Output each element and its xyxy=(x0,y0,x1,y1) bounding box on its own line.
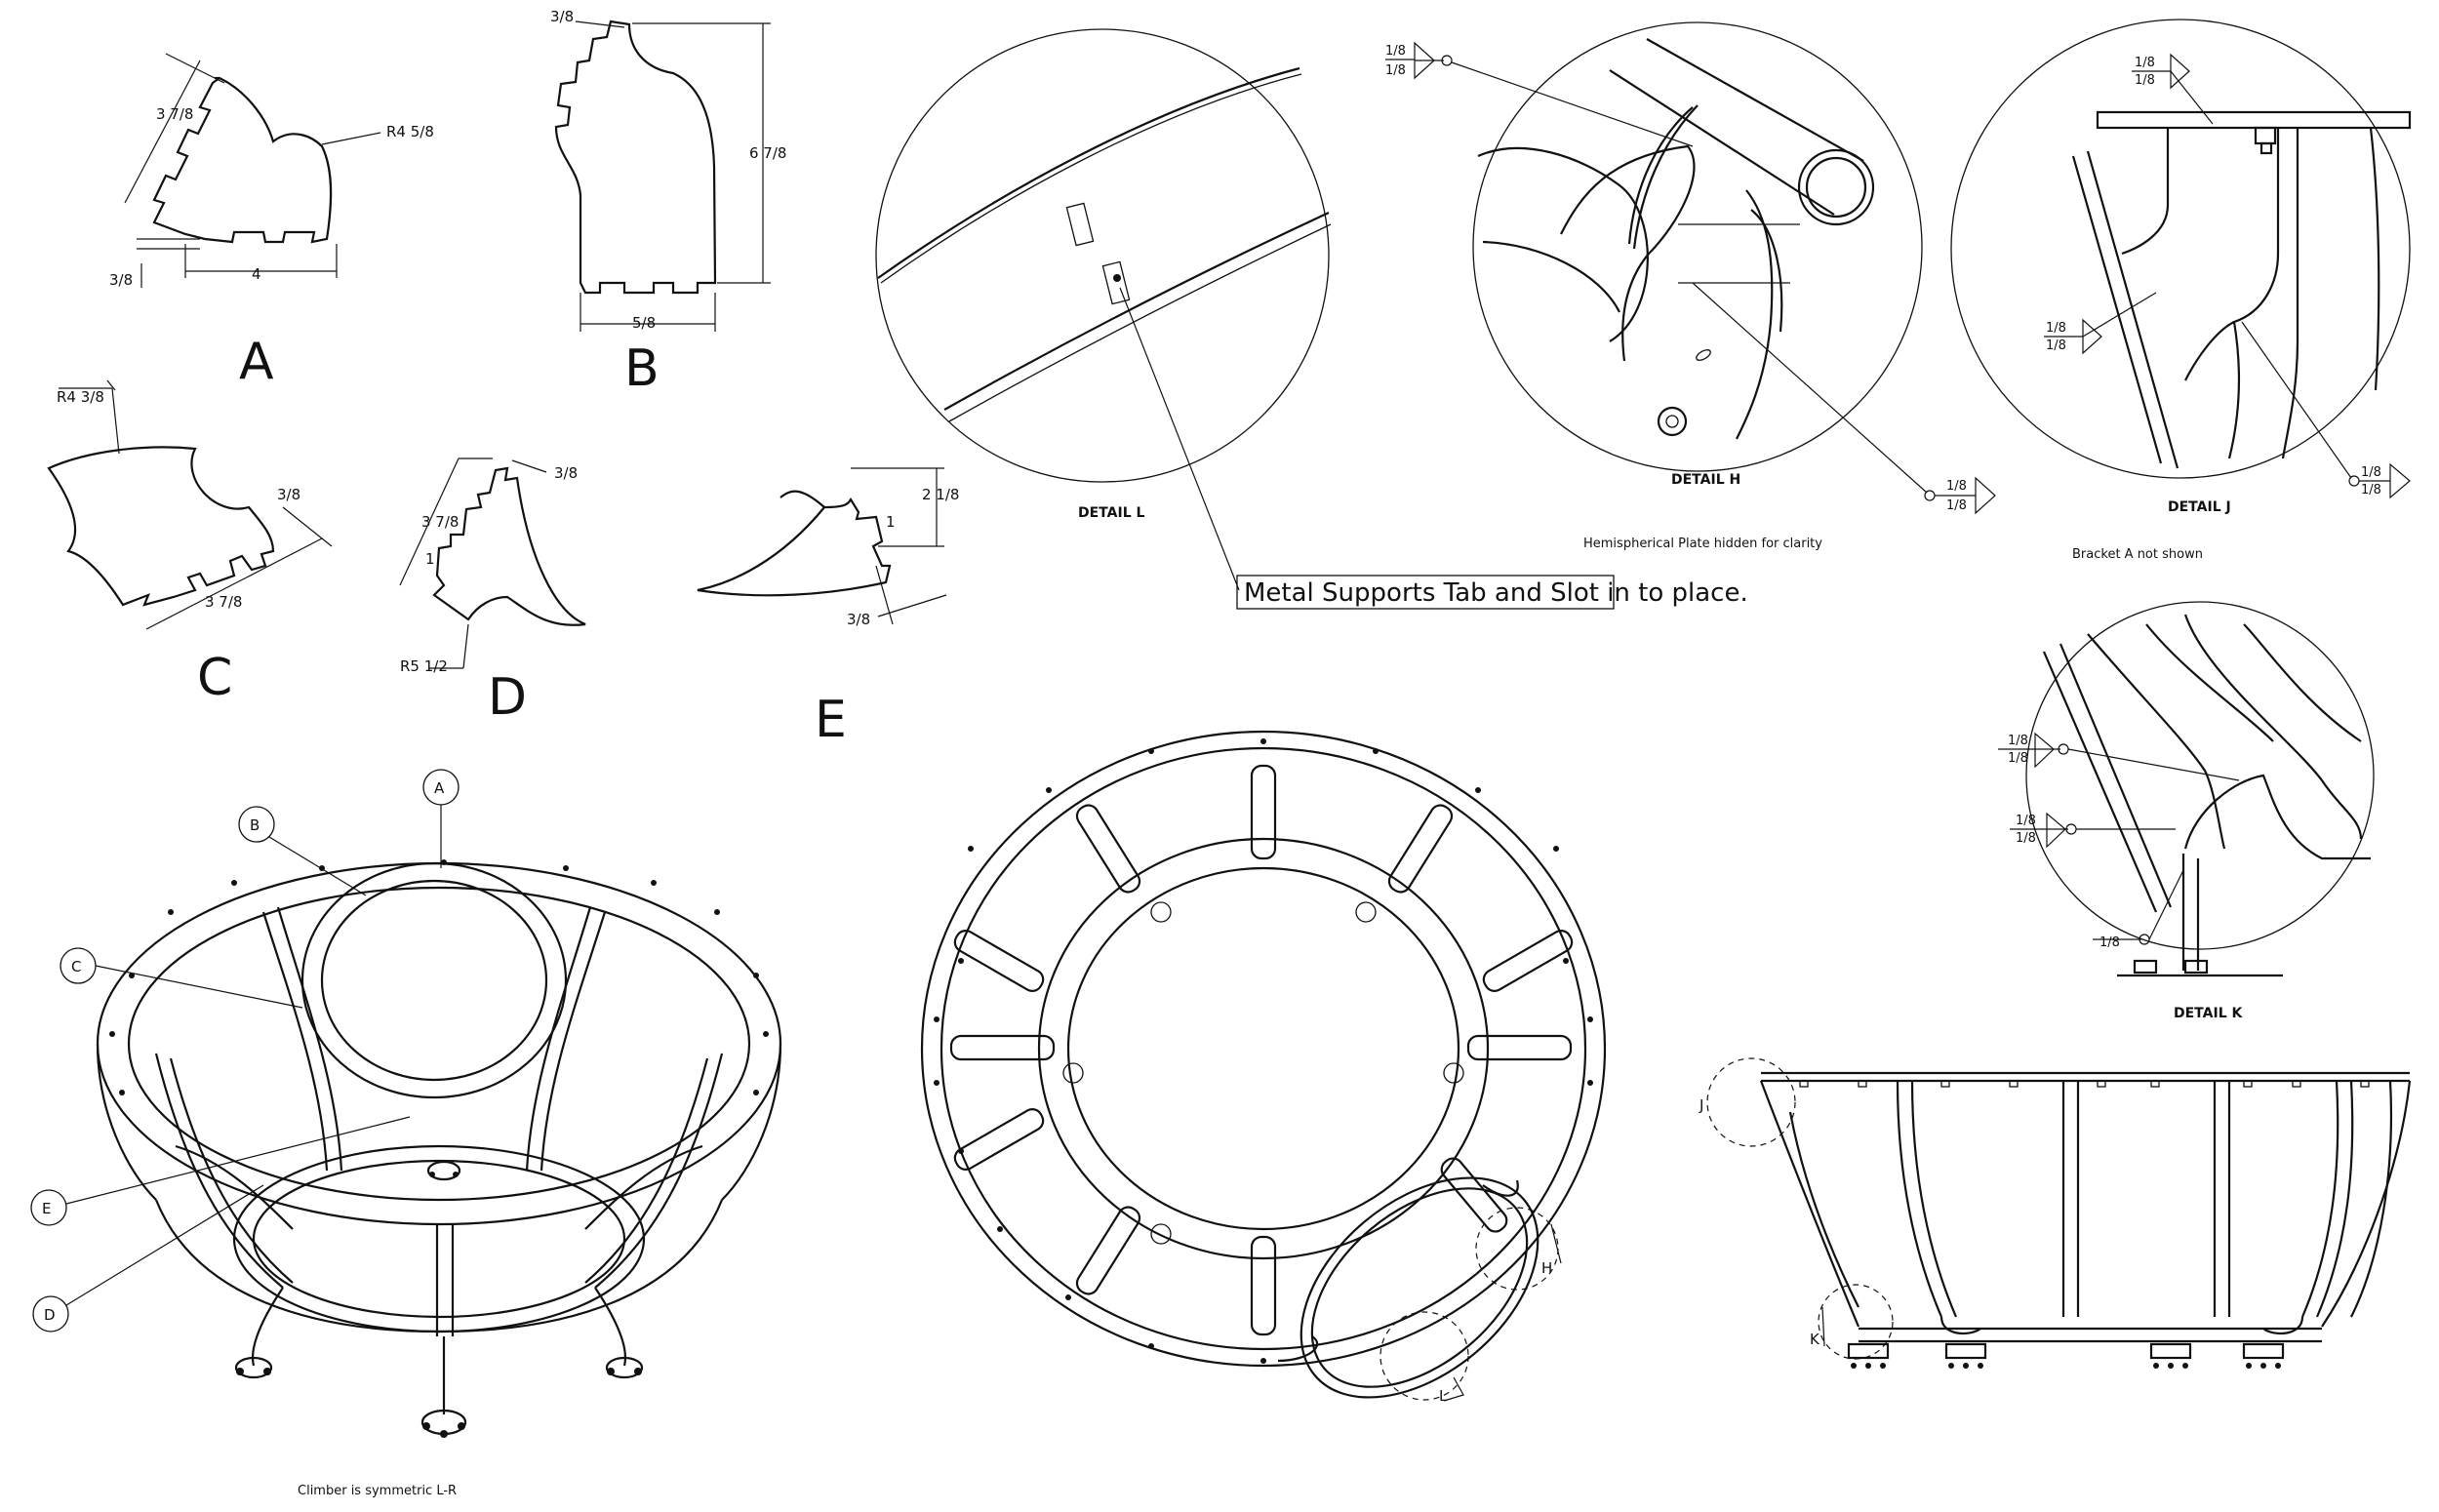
balloon-c-text: C xyxy=(71,958,81,975)
iso-foot-back xyxy=(426,1160,461,1181)
part-c: R4 3/8 3/8 3 7/8 C xyxy=(47,379,333,707)
top-view: H L xyxy=(920,730,1607,1405)
detail-l-title: DETAIL L xyxy=(1078,505,1144,521)
tab-slot-callout: Metal Supports Tab and Slot in to place. xyxy=(1236,575,1748,610)
part-b-base-dim: 5/8 xyxy=(632,314,656,332)
side-view-top-tabs xyxy=(1799,1080,2370,1088)
detail-l-marker: L xyxy=(1439,1387,1448,1405)
detail-l: DETAIL L xyxy=(875,28,1332,591)
part-e-height-dim: 2 1/8 xyxy=(922,486,959,503)
part-a-radius-dim: R4 5/8 xyxy=(386,123,434,140)
detail-j-weld-2-top: 1/8 xyxy=(2046,321,2066,336)
detail-j-weld-1-bottom: 1/8 xyxy=(2135,73,2155,88)
detail-j-weld-3-top: 1/8 xyxy=(2361,465,2381,480)
detail-h-title: DETAIL H xyxy=(1671,472,1740,488)
part-d-slot-dim: 3/8 xyxy=(554,464,578,482)
balloon-a: A xyxy=(422,769,460,868)
part-b: 6 7/8 5/8 3/8 B xyxy=(550,8,786,398)
detail-h-weld-1-bottom: 1/8 xyxy=(1385,63,1406,78)
part-e: 2 1/8 1 3/8 E xyxy=(697,467,959,749)
part-c-side-dim: 3 7/8 xyxy=(205,593,242,611)
detail-k-title: DETAIL K xyxy=(2174,1006,2243,1021)
isometric-assembly-view: A B C E D Climber is symmetric L-R xyxy=(30,769,782,1498)
tab-slot-callout-text: Metal Supports Tab and Slot in to place. xyxy=(1244,578,1748,608)
detail-h-marker: H xyxy=(1541,1259,1552,1277)
detail-j-weld-2-bottom: 1/8 xyxy=(2046,338,2066,353)
side-view: J K xyxy=(1699,1057,2412,1369)
detail-k-weld-1-bottom: 1/8 xyxy=(2008,751,2028,766)
part-d-radius-dim: R5 1/2 xyxy=(400,657,448,675)
top-view-spokes xyxy=(949,764,1574,1336)
detail-j-weld-1-top: 1/8 xyxy=(2135,56,2155,70)
balloon-e-text: E xyxy=(42,1200,51,1217)
top-view-rim-holes xyxy=(934,738,1593,1364)
detail-h: 1/8 1/8 1/8 1/8 DETAIL H Hemispherical P… xyxy=(1385,21,1996,551)
balloon-c: C xyxy=(60,947,303,1009)
balloon-e: E xyxy=(30,1116,411,1226)
part-e-slot-dim: 3/8 xyxy=(847,611,870,628)
detail-h-note: Hemispherical Plate hidden for clarity xyxy=(1583,537,1822,551)
detail-h-weld-2-bottom: 1/8 xyxy=(1946,498,1967,513)
part-d: 3/8 3 7/8 1 R5 1/2 D xyxy=(399,458,590,727)
part-e-label: E xyxy=(815,691,847,749)
part-a-label: A xyxy=(239,333,274,391)
detail-j-marker: J xyxy=(1699,1096,1703,1114)
detail-k-marker: K xyxy=(1810,1331,1820,1348)
side-view-feet xyxy=(1847,1342,2285,1369)
detail-k-weld-3: 1/8 xyxy=(2099,935,2120,950)
iso-rim-holes xyxy=(109,859,769,1095)
balloon-b: B xyxy=(238,806,367,896)
detail-h-weld-2-top: 1/8 xyxy=(1946,479,1967,494)
part-a-base-dim: 4 xyxy=(252,265,261,283)
part-a-slot-dim: 3/8 xyxy=(109,271,133,289)
footnote-symmetric: Climber is symmetric L-R xyxy=(298,1484,457,1498)
detail-k-weld-2-bottom: 1/8 xyxy=(2016,831,2036,846)
iso-foot-front xyxy=(420,1409,467,1438)
part-c-label: C xyxy=(197,649,232,707)
balloon-d: D xyxy=(32,1184,264,1333)
detail-j-title: DETAIL J xyxy=(2168,499,2231,515)
detail-j-weld-3-bottom: 1/8 xyxy=(2361,483,2381,497)
part-b-label: B xyxy=(624,339,660,398)
part-b-height-dim: 6 7/8 xyxy=(749,144,786,162)
part-d-label: D xyxy=(488,668,527,727)
part-c-radius-dim: R4 3/8 xyxy=(57,388,104,406)
balloon-a-text: A xyxy=(434,779,445,797)
part-c-slot-dim: 3/8 xyxy=(277,486,300,503)
detail-j: 1/8 1/8 1/8 1/8 1/8 1/8 DETAIL J Bracket… xyxy=(1950,19,2412,562)
part-d-step-dim: 1 xyxy=(425,550,435,568)
detail-k-weld-1-top: 1/8 xyxy=(2008,734,2028,748)
detail-j-note: Bracket A not shown xyxy=(2072,547,2203,562)
balloon-d-text: D xyxy=(44,1306,56,1324)
balloon-b-text: B xyxy=(250,816,260,834)
detail-h-weld-1-top: 1/8 xyxy=(1385,44,1406,59)
part-d-side-dim: 3 7/8 xyxy=(421,513,459,531)
part-a-side-dim: 3 7/8 xyxy=(156,105,193,123)
detail-k-weld-2-top: 1/8 xyxy=(2016,814,2036,828)
part-e-step-dim: 1 xyxy=(886,513,896,531)
part-b-slot-dim: 3/8 xyxy=(550,8,574,25)
detail-k: 1/8 1/8 1/8 1/8 1/8 DETAIL K xyxy=(1998,601,2375,1021)
part-a: 3 7/8 R4 5/8 4 3/8 A xyxy=(109,53,434,391)
